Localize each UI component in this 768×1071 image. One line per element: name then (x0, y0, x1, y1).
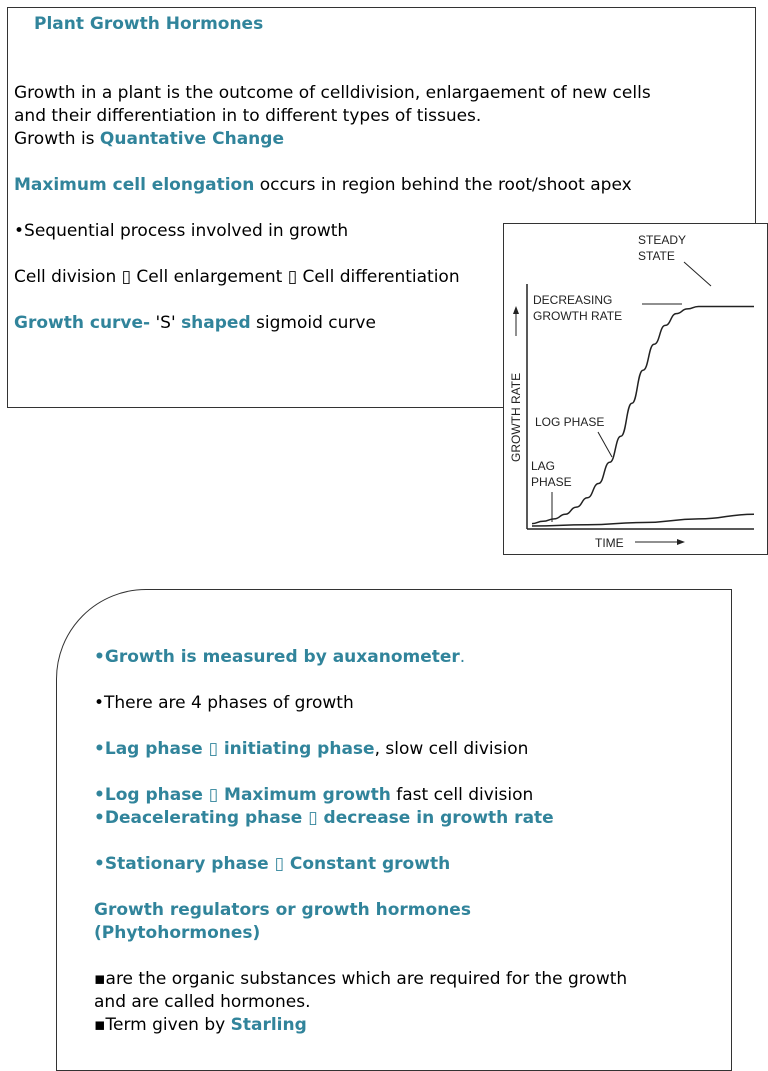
text: , slow cell division (374, 739, 529, 759)
heading-regulators: Growth regulators or growth hormones (94, 900, 471, 920)
highlight: Maximum cell elongation (14, 175, 255, 195)
paragraph-line: ▪are the organic substances which are re… (94, 969, 628, 989)
elongation-line: Maximum cell elongation occurs in region… (14, 174, 632, 197)
process-line: Cell division ▯ Cell enlargement ▯ Cell … (14, 267, 460, 287)
bullet-lag-phase: •Lag phase ▯ initiating phase, slow cell… (94, 738, 528, 761)
y-axis-label: GROWTH RATE (509, 373, 523, 462)
text: . (459, 647, 466, 667)
growth-curve-line: Growth curve- 'S' shaped sigmoid curve (14, 312, 376, 335)
label-log-phase: LOG PHASE (535, 415, 604, 429)
highlight: •Log phase ▯ Maximum growth (94, 785, 391, 805)
bullet-stationary-phase: •Stationary phase ▯ Constant growth (94, 853, 450, 876)
text: 'S' (150, 313, 182, 333)
highlight: Growth curve- (14, 313, 151, 333)
text: Growth is (14, 129, 100, 149)
growth-definition: Growth is Quantative Change (14, 128, 284, 151)
y-arrow-head (513, 306, 519, 314)
highlight: shaped (181, 313, 251, 333)
label-steady-1: STEADY (638, 233, 686, 247)
paragraph-line: and are called hormones. (94, 992, 311, 1012)
highlight: •Growth is measured by auxanometer (94, 647, 460, 667)
x-arrow-head (677, 539, 685, 545)
bullet-log-phase: •Log phase ▯ Maximum growth fast cell di… (94, 784, 533, 807)
series-line-sigmoid (531, 305, 754, 525)
paragraph-line: and their differentiation in to differen… (14, 106, 482, 126)
bullet-decelerating-phase: •Deacelerating phase ▯ decrease in growt… (94, 807, 554, 830)
label-decreasing-1: DECREASING (533, 293, 612, 307)
text: sigmoid curve (250, 313, 376, 333)
highlight: •Lag phase ▯ initiating phase (94, 739, 375, 759)
label-lag-2: PHASE (531, 475, 572, 489)
series-line-baseline (531, 513, 755, 527)
page-title: Plant Growth Hormones (34, 14, 264, 34)
bullet-auxanometer: •Growth is measured by auxanometer. (94, 646, 465, 669)
paragraph-line: Growth in a plant is the outcome of cell… (14, 83, 651, 103)
label-lag-1: LAG (531, 459, 555, 473)
heading-phytohormones: (Phytohormones) (94, 923, 261, 943)
highlight: Quantative Change (99, 129, 284, 149)
label-decreasing-2: GROWTH RATE (533, 309, 622, 323)
chart-svg: STEADY STATE DECREASING GROWTH RATE LOG … (509, 233, 755, 550)
leader-log (597, 431, 613, 458)
sequential-line: •Sequential process involved in growth (14, 221, 349, 241)
label-steady-2: STATE (638, 249, 675, 263)
term-line: ▪Term given by Starling (94, 1014, 307, 1037)
bullet-phases: •There are 4 phases of growth (94, 693, 354, 713)
growth-curve-chart: STEADY STATE DECREASING GROWTH RATE LOG … (503, 223, 768, 555)
text: fast cell division (390, 785, 534, 805)
highlight: •Deacelerating phase ▯ decrease in growt… (94, 808, 554, 828)
leader-steady (683, 261, 712, 287)
text: ▪Term given by (94, 1015, 231, 1035)
highlight: •Stationary phase ▯ Constant growth (94, 854, 451, 874)
slide-bottom (56, 589, 732, 1071)
text: occurs in region behind the root/shoot a… (254, 175, 632, 195)
x-axis-label: TIME (595, 536, 624, 550)
highlight: Starling (230, 1015, 307, 1035)
